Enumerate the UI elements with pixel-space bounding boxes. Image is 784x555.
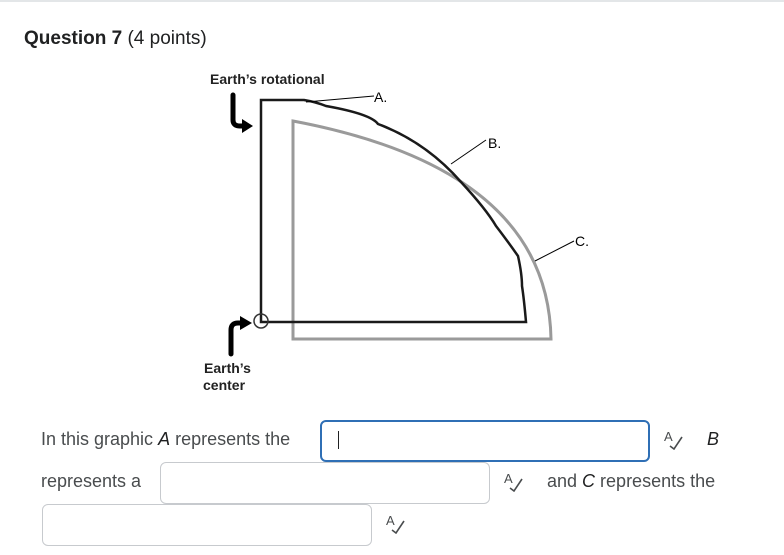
variable-c: C (582, 471, 596, 491)
svg-text:A: A (504, 471, 513, 486)
inner-black-outline (259, 98, 528, 324)
blank-1-input[interactable] (320, 420, 650, 462)
sentence-text: represents the (170, 429, 291, 449)
sentence-text: represents the (595, 471, 716, 491)
arrow-up-icon (228, 316, 252, 357)
text-caret (338, 431, 339, 449)
sentence-text: and (547, 471, 583, 491)
rotational-axis-label: Earth’s rotational (210, 71, 325, 87)
pointer-line-c (534, 240, 575, 262)
pointer-line-b (450, 139, 487, 165)
blank-2-input[interactable] (160, 462, 490, 504)
sentence-part-1: In this graphic A represents the (41, 429, 290, 450)
question-title: Question 7 (24, 28, 123, 49)
variable-a: A (158, 429, 171, 449)
outer-gray-outline (291, 119, 553, 341)
spellcheck-icon[interactable]: A (663, 428, 685, 450)
sentence-text: In this graphic (41, 429, 159, 449)
svg-text:A: A (386, 513, 395, 528)
label-a: A. (374, 89, 387, 105)
earth-diagram-svg: Earth’s rotational A. B. C. Earth’s cent… (203, 71, 589, 393)
spellcheck-icon[interactable]: A (385, 512, 407, 534)
arrow-down-icon (230, 92, 253, 133)
blank-3-input[interactable] (42, 504, 372, 546)
earth-diagram: Earth’s rotational A. B. C. Earth’s cent… (196, 64, 616, 404)
center-marker-icon (253, 313, 269, 329)
sentence-part-4: and C represents the (547, 471, 715, 492)
spellcheck-icon[interactable]: A (503, 470, 525, 492)
top-divider (0, 0, 784, 2)
question-header: Question 7 (4 points) (24, 28, 207, 50)
pointer-line-a (305, 95, 375, 103)
sentence-var-b: B (707, 429, 719, 450)
center-label-line1: Earth’s (204, 360, 251, 376)
variable-b: B (707, 429, 720, 449)
sentence-part-3: represents a (41, 471, 142, 491)
svg-text:A: A (664, 429, 673, 444)
question-points: (4 points) (127, 28, 207, 49)
label-b: B. (488, 135, 501, 151)
center-label-line2: center (203, 377, 246, 393)
label-c: C. (575, 233, 589, 249)
